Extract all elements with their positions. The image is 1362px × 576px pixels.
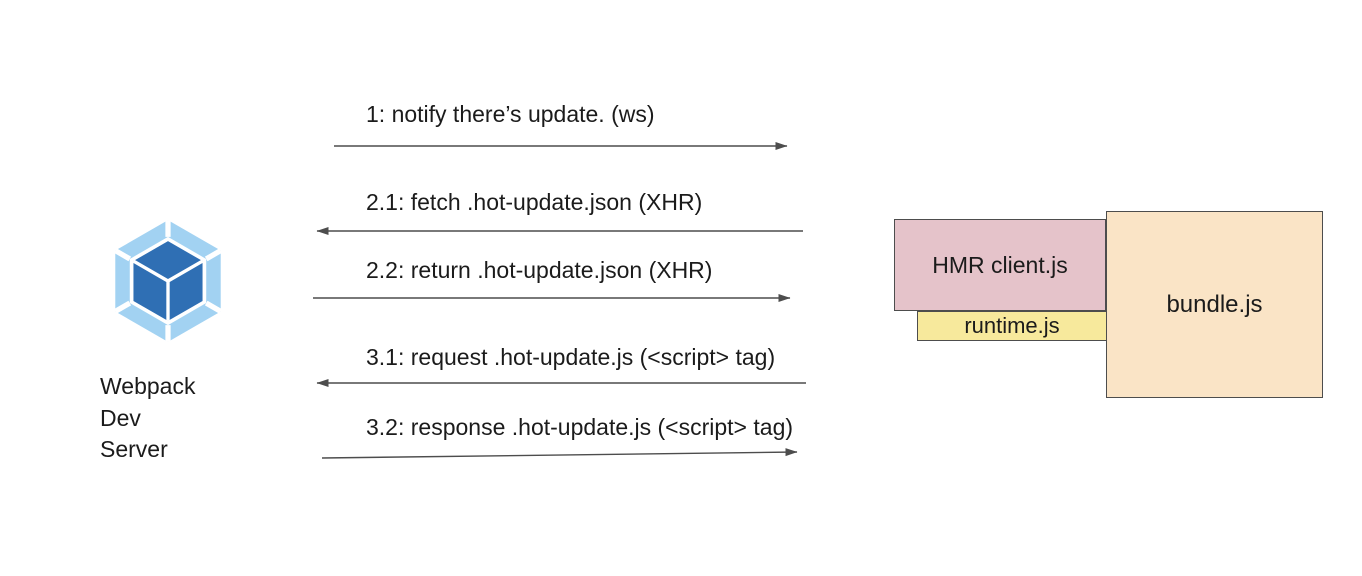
logo-ring-spokes	[113, 220, 223, 342]
logo-cube-edges	[132, 259, 204, 321]
webpack-logo-icon	[113, 220, 223, 342]
bundle-label: bundle.js	[1166, 290, 1263, 318]
hmr-client-box: HMR client.js	[894, 219, 1106, 311]
hmr-client-label: HMR client.js	[932, 251, 1068, 278]
runtime-box: runtime.js	[917, 311, 1107, 341]
arrow-right-icon	[321, 448, 798, 459]
runtime-label: runtime.js	[964, 313, 1060, 338]
message-label-1: 1: notify there’s update. (ws)	[366, 101, 655, 127]
message-label-3-2: 3.2: response .hot-update.js (<script> t…	[366, 414, 794, 440]
message-label-2-2: 2.2: return .hot-update.json (XHR)	[366, 257, 713, 283]
bundle-box: bundle.js	[1106, 211, 1323, 398]
message-label-2-1: 2.1: fetch .hot-update.json (XHR)	[366, 189, 703, 215]
webpack-dev-server-label: Webpack Dev Server	[100, 373, 196, 462]
message-label-3-1: 3.1: request .hot-update.js (<script> ta…	[366, 344, 776, 370]
